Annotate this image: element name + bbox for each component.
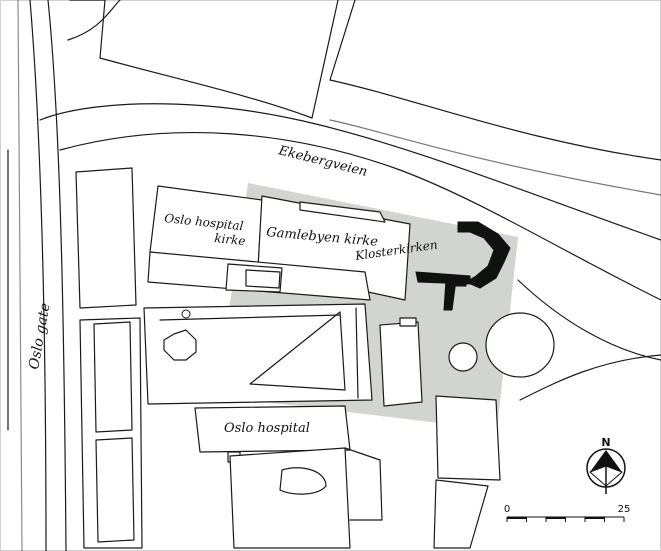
round-feature-large [485, 312, 555, 378]
scale-segment [546, 517, 566, 519]
klosterkirken-ruin [415, 221, 511, 311]
building-east-wing [379, 321, 423, 407]
north-label: N [601, 436, 610, 449]
north-arrow: N [586, 436, 626, 494]
round-feature [448, 342, 478, 372]
octagon-pavilion [163, 329, 197, 361]
scale-segment [507, 517, 527, 519]
label-oslo-hospital: Oslo hospital [224, 421, 310, 436]
courtyard [143, 303, 373, 405]
label-oslo-hospital-church-2: kirke [214, 231, 247, 248]
scale-segment [585, 517, 605, 519]
north-arrow-icon [586, 448, 626, 494]
roads [7, 0, 661, 551]
building-left-upper [75, 167, 137, 309]
scale-start-label: 0 [504, 504, 510, 515]
scale-end-label: 25 [618, 504, 631, 515]
buildings [75, 167, 555, 549]
scale-bar: 0 25 [504, 504, 631, 522]
building-right-lower [435, 395, 501, 481]
